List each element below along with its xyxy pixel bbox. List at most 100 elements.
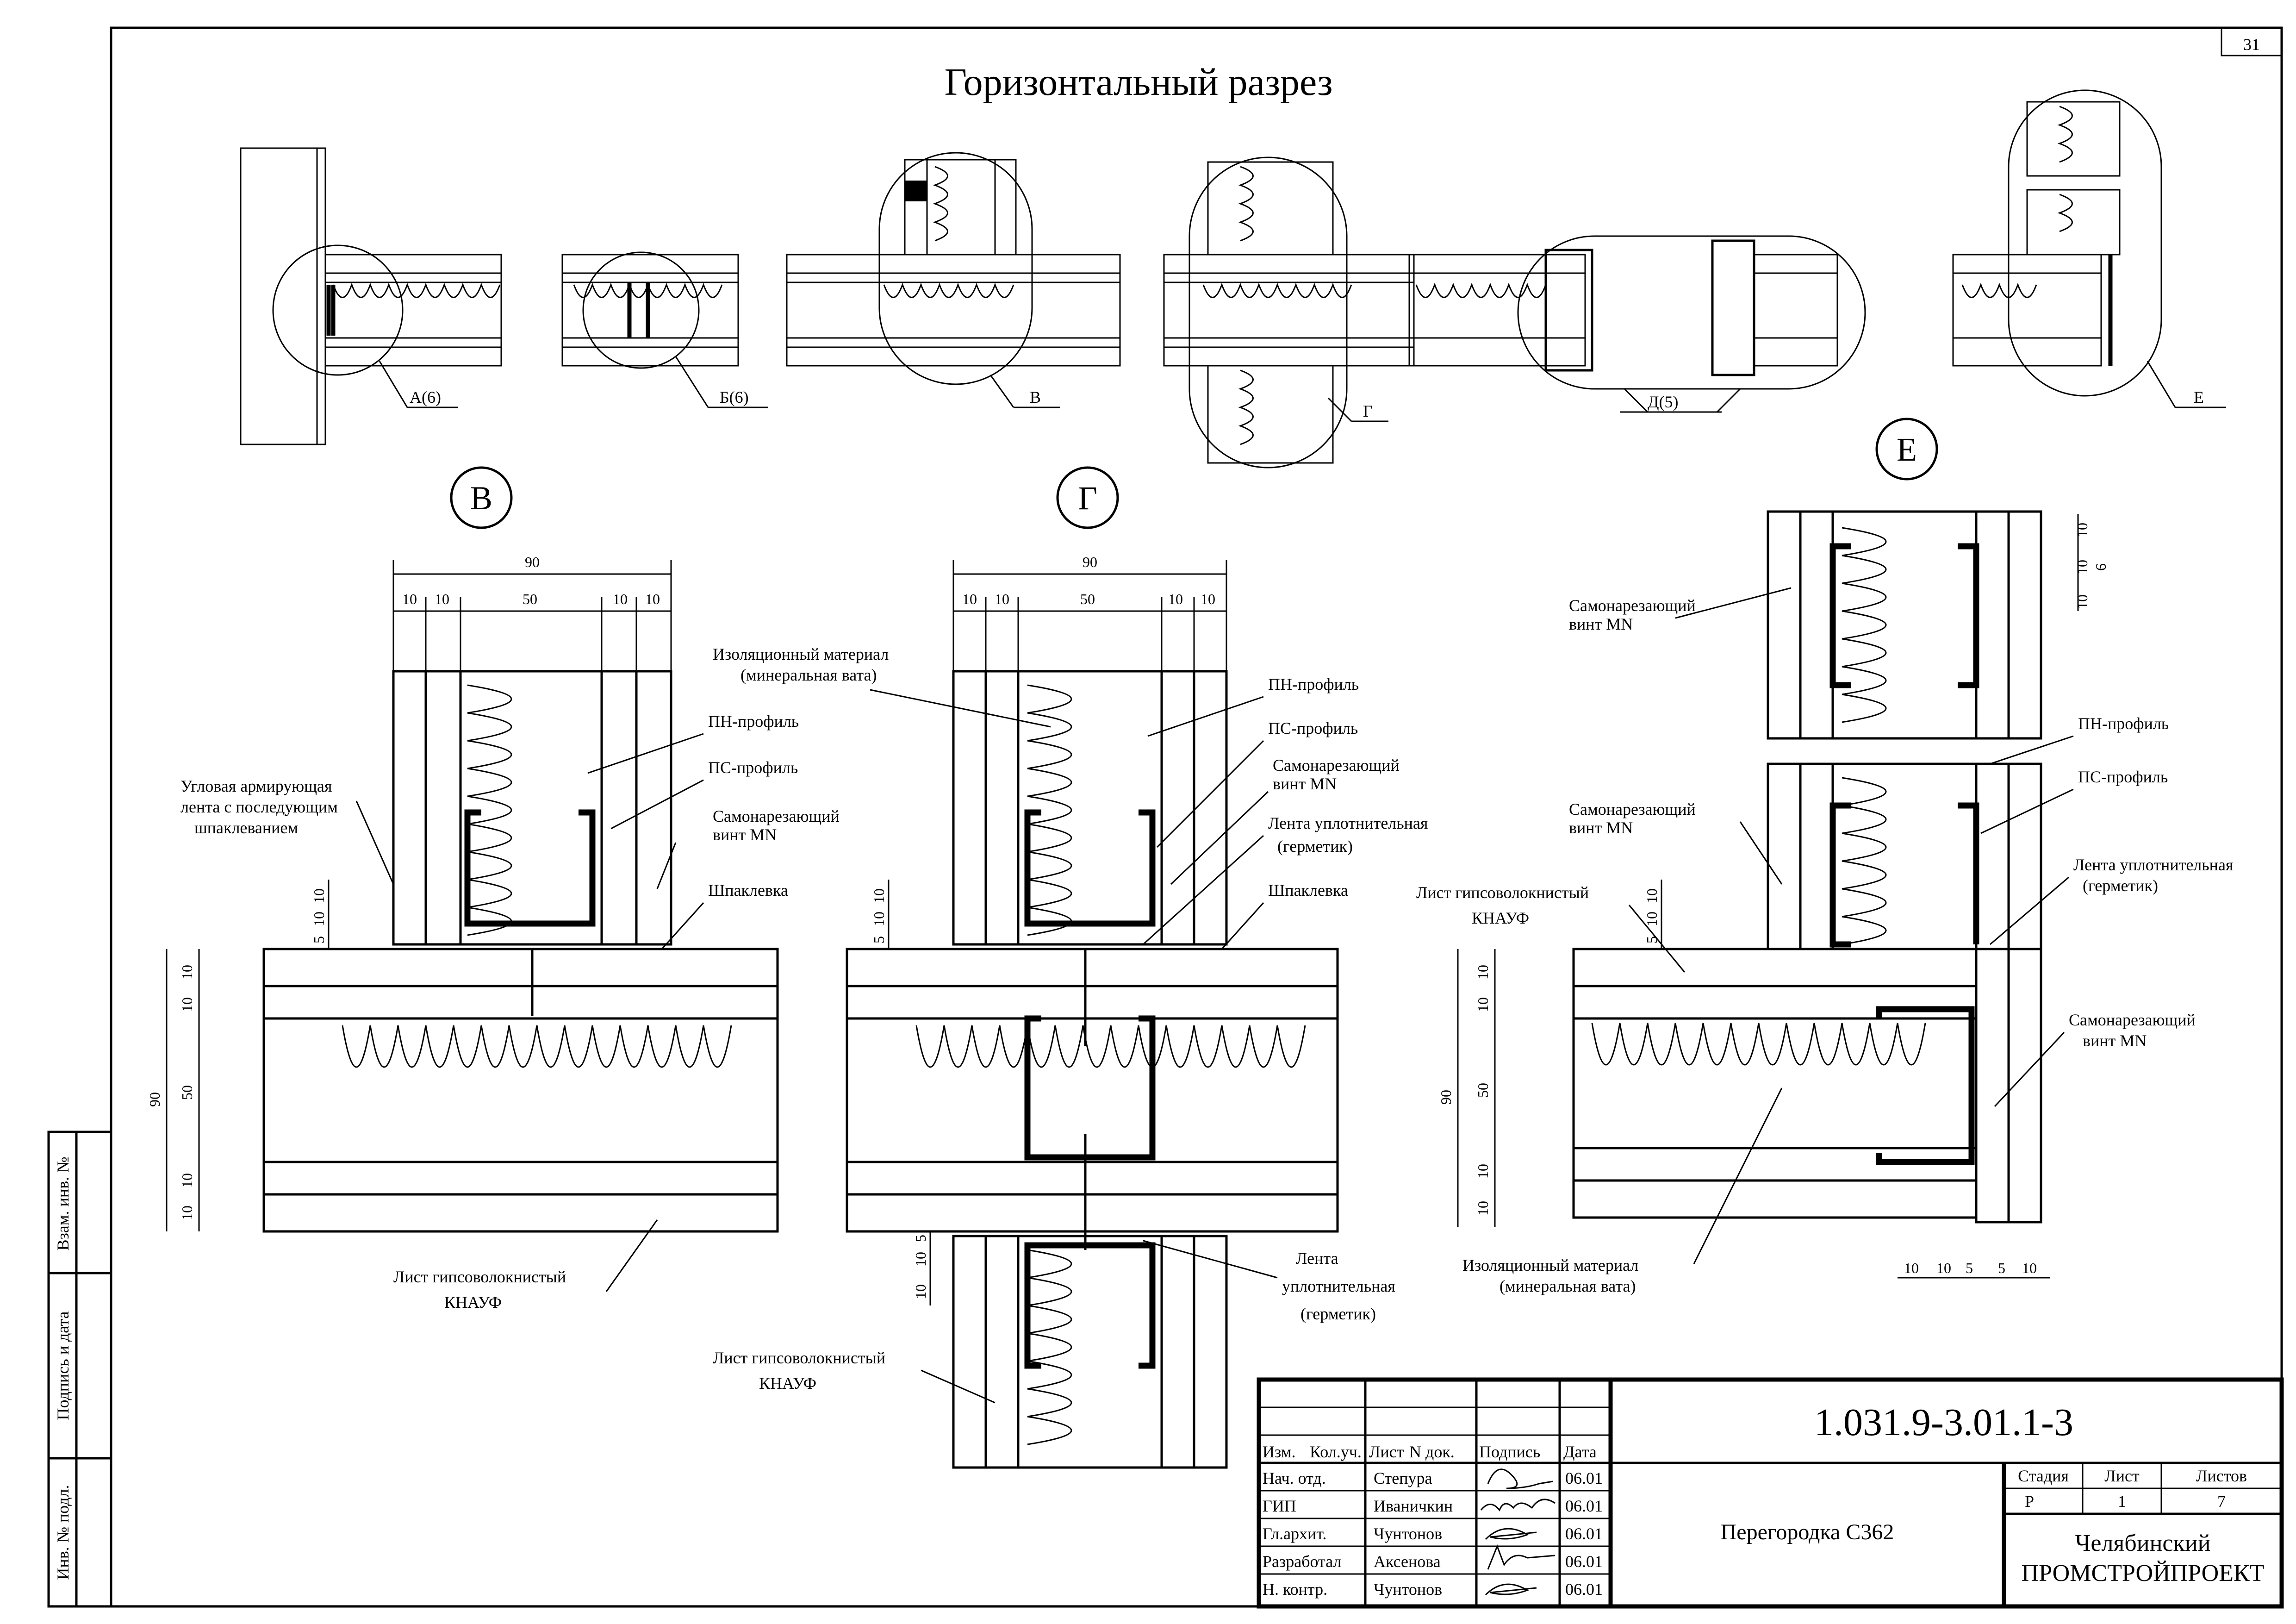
- label-sheet1: Лист гипсоволокнистый: [393, 1268, 566, 1286]
- dim-bottom-a: 10: [1904, 1260, 1919, 1276]
- tb-stage-h: Стадия: [2018, 1467, 2069, 1485]
- dim-right-d: 6: [2092, 563, 2109, 571]
- side-stamp: Взам. инв. № Подпись и дата Инв. № подл.: [47, 1131, 112, 1608]
- tb-row1-name: Иваничкин: [1374, 1497, 1453, 1515]
- overview-row: А(6) Б(6): [240, 89, 2226, 468]
- label-tape3: шпаклеванием: [194, 818, 298, 837]
- label-ins2: (минеральная вата): [1500, 1277, 1636, 1295]
- dim-left-total: 90: [146, 1092, 163, 1107]
- dim-e: 10: [645, 591, 660, 607]
- sheet-frame: [110, 26, 2283, 1608]
- dim-bottom-c: 5: [1966, 1260, 1973, 1276]
- tb-row2-role: Гл.архит.: [1263, 1524, 1326, 1543]
- signature-1: [1480, 1499, 1556, 1512]
- tb-listov-v: 7: [2217, 1492, 2226, 1511]
- dim-b: 10: [995, 591, 1009, 607]
- tb-h-izm: Изм.: [1263, 1443, 1296, 1461]
- label-pn: ПН-профиль: [1268, 675, 1359, 693]
- label-screw-c2: винт MN: [2083, 1031, 2147, 1050]
- detail-v-marker: [450, 466, 513, 529]
- label-screw1: Самонарезающий: [713, 807, 840, 825]
- tb-row4-date: 06.01: [1565, 1580, 1603, 1599]
- dim-small-c: 10: [871, 888, 887, 903]
- dim-right-a: 10: [2074, 523, 2091, 537]
- tb-row3-date: 06.01: [1565, 1552, 1603, 1571]
- signature-0: [1487, 1468, 1553, 1489]
- dim-bottom-d: 5: [1998, 1260, 2005, 1276]
- label-seal2: (герметик): [2083, 876, 2158, 895]
- tb-h-kol: Кол.уч.: [1310, 1443, 1362, 1461]
- tb-row4-name: Чунтонов: [1374, 1580, 1442, 1599]
- label-screw1: Самонарезающий: [1273, 756, 1400, 775]
- detail-g-marker: [1056, 466, 1119, 529]
- dim-left-a: 10: [1475, 965, 1491, 980]
- label-tape1: Угловая армирующая: [180, 777, 332, 795]
- detail-e-marker-text: Е: [1897, 431, 1917, 468]
- title-block: Изм. Кол.уч. Лист N док. Подпись Дата На…: [1257, 1377, 2284, 1609]
- callout-e: Е: [2194, 388, 2204, 406]
- label-screw2: винт MN: [1273, 775, 1337, 793]
- signature-4: [1485, 1583, 1537, 1596]
- page-title: Горизонтальный разрез: [944, 61, 1332, 104]
- dim-bottom-b: 10: [1936, 1260, 1951, 1276]
- tb-row3-role: Разработал: [1263, 1552, 1342, 1571]
- tb-row1-role: ГИП: [1263, 1497, 1296, 1515]
- tb-listov-h: Листов: [2196, 1467, 2247, 1485]
- signature-2: [1485, 1528, 1537, 1540]
- dim-left-c: 50: [1475, 1083, 1491, 1098]
- dim-small-b: 10: [871, 912, 887, 926]
- dim-left-c: 50: [179, 1085, 195, 1100]
- label-ins1: Изоляционный материал: [713, 645, 889, 663]
- dim-d: 10: [1168, 591, 1183, 607]
- dim-left-e: 10: [1475, 1201, 1491, 1216]
- tb-row4-role: Н. контр.: [1263, 1580, 1327, 1599]
- dim-small-a: 5: [311, 936, 327, 943]
- tb-h-data: Дата: [1563, 1443, 1597, 1461]
- label-screw-b2: винт MN: [1569, 818, 1633, 837]
- dim-small-b: 10: [311, 912, 327, 926]
- dim-d: 10: [613, 591, 628, 607]
- label-ps: ПС-профиль: [708, 758, 798, 777]
- org-line1: Челябинский: [2075, 1530, 2211, 1556]
- dim-small-b: 10: [1643, 912, 1660, 926]
- detail-v-marker-text: В: [470, 480, 492, 517]
- callout-d: Д(5): [1648, 393, 1679, 411]
- overview-g: Г: [1163, 156, 1415, 468]
- callout-b: Б(6): [720, 388, 749, 406]
- stamp-inv: Инв. № подл.: [54, 1485, 72, 1580]
- overview-a: А(6): [240, 147, 502, 445]
- dim-bottom-b: 10: [912, 1252, 929, 1267]
- tb-row2-date: 06.01: [1565, 1524, 1603, 1543]
- tb-row0-date: 06.01: [1565, 1469, 1603, 1487]
- dim-right-c: 10: [2074, 594, 2091, 609]
- sheet-number-box: [2221, 27, 2283, 56]
- stamp-podpis: Подпись и дата: [54, 1311, 72, 1420]
- tb-list-h: Лист: [2104, 1467, 2140, 1485]
- tb-row0-name: Степура: [1374, 1469, 1432, 1487]
- dim-total: 90: [1083, 554, 1097, 570]
- dim-c: 50: [523, 591, 537, 607]
- dim-e: 10: [1201, 591, 1215, 607]
- dim-b: 10: [435, 591, 449, 607]
- label-screw-b1: Самонарезающий: [1569, 800, 1696, 818]
- dim-bottom-a: 10: [912, 1284, 929, 1299]
- callout-v: В: [1030, 388, 1041, 406]
- tb-row2-name: Чунтонов: [1374, 1524, 1442, 1543]
- label-screw2: винт MN: [713, 825, 777, 844]
- sheet-number: 31: [2243, 35, 2260, 54]
- label-screw-a1: Самонарезающий: [1569, 596, 1696, 615]
- detail-v: В 90 10 10 50 10 10 90 1: [146, 466, 840, 1312]
- overview-d: Д(5): [1408, 235, 1866, 413]
- detail-e: Е 10 10 10 6 5 10 10 90: [1416, 418, 2233, 1295]
- label-putty: Шпаклевка: [708, 881, 788, 899]
- dim-total: 90: [525, 554, 540, 570]
- label-pn: ПН-профиль: [2078, 714, 2169, 733]
- detail-g: Г 90 10 10 50 10 10: [713, 466, 1428, 1469]
- overview-v: В: [786, 152, 1121, 408]
- label-seal1: Лента уплотнительная: [2073, 856, 2233, 874]
- dim-c: 50: [1080, 591, 1095, 607]
- dim-left-a: 10: [179, 965, 195, 980]
- dim-bottom-e: 10: [2022, 1260, 2037, 1276]
- dim-bottom-c: 5: [912, 1235, 929, 1242]
- dim-small-c: 10: [311, 888, 327, 903]
